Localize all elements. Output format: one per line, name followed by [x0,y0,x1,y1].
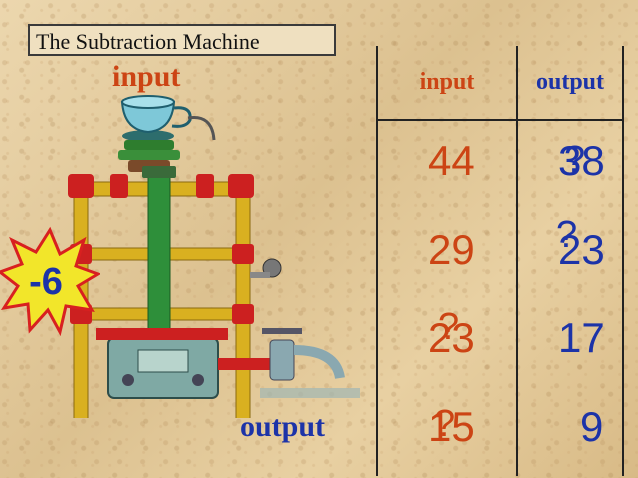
table-row: 23 ? 17 [376,298,624,388]
input-output-table: input output 44 38 ? 29 23 ? 23 ? 17 15 … [376,46,624,476]
teacup-icon [120,95,216,142]
machine-output-label: output [240,410,326,443]
input-value: 44 [428,136,475,184]
output-value: 38 [558,136,605,184]
input-value: 15 [428,403,475,451]
slide-title: The Subtraction Machine [28,24,336,56]
table-header-input: input [376,46,518,121]
input-value: 29 [428,225,475,273]
unknown-marker: ? [564,138,586,181]
table-row: 29 23 ? [376,209,624,299]
unknown-marker: ? [556,213,578,256]
operation-starburst [0,226,100,336]
output-value: 9 [580,403,604,451]
table-row: 44 38 ? [376,119,624,210]
unknown-marker: ? [434,403,456,446]
subtract-six-label: -6 [29,261,63,303]
output-value: 23 [558,225,605,273]
table-row: 15 ? 9 [376,387,624,476]
subtraction-machine-illustration [68,95,360,418]
input-value: 23 [428,314,475,362]
table-header-output: output [516,46,624,121]
machine-input-label: input [112,60,181,93]
unknown-marker: ? [438,306,460,349]
output-value: 17 [558,314,605,362]
